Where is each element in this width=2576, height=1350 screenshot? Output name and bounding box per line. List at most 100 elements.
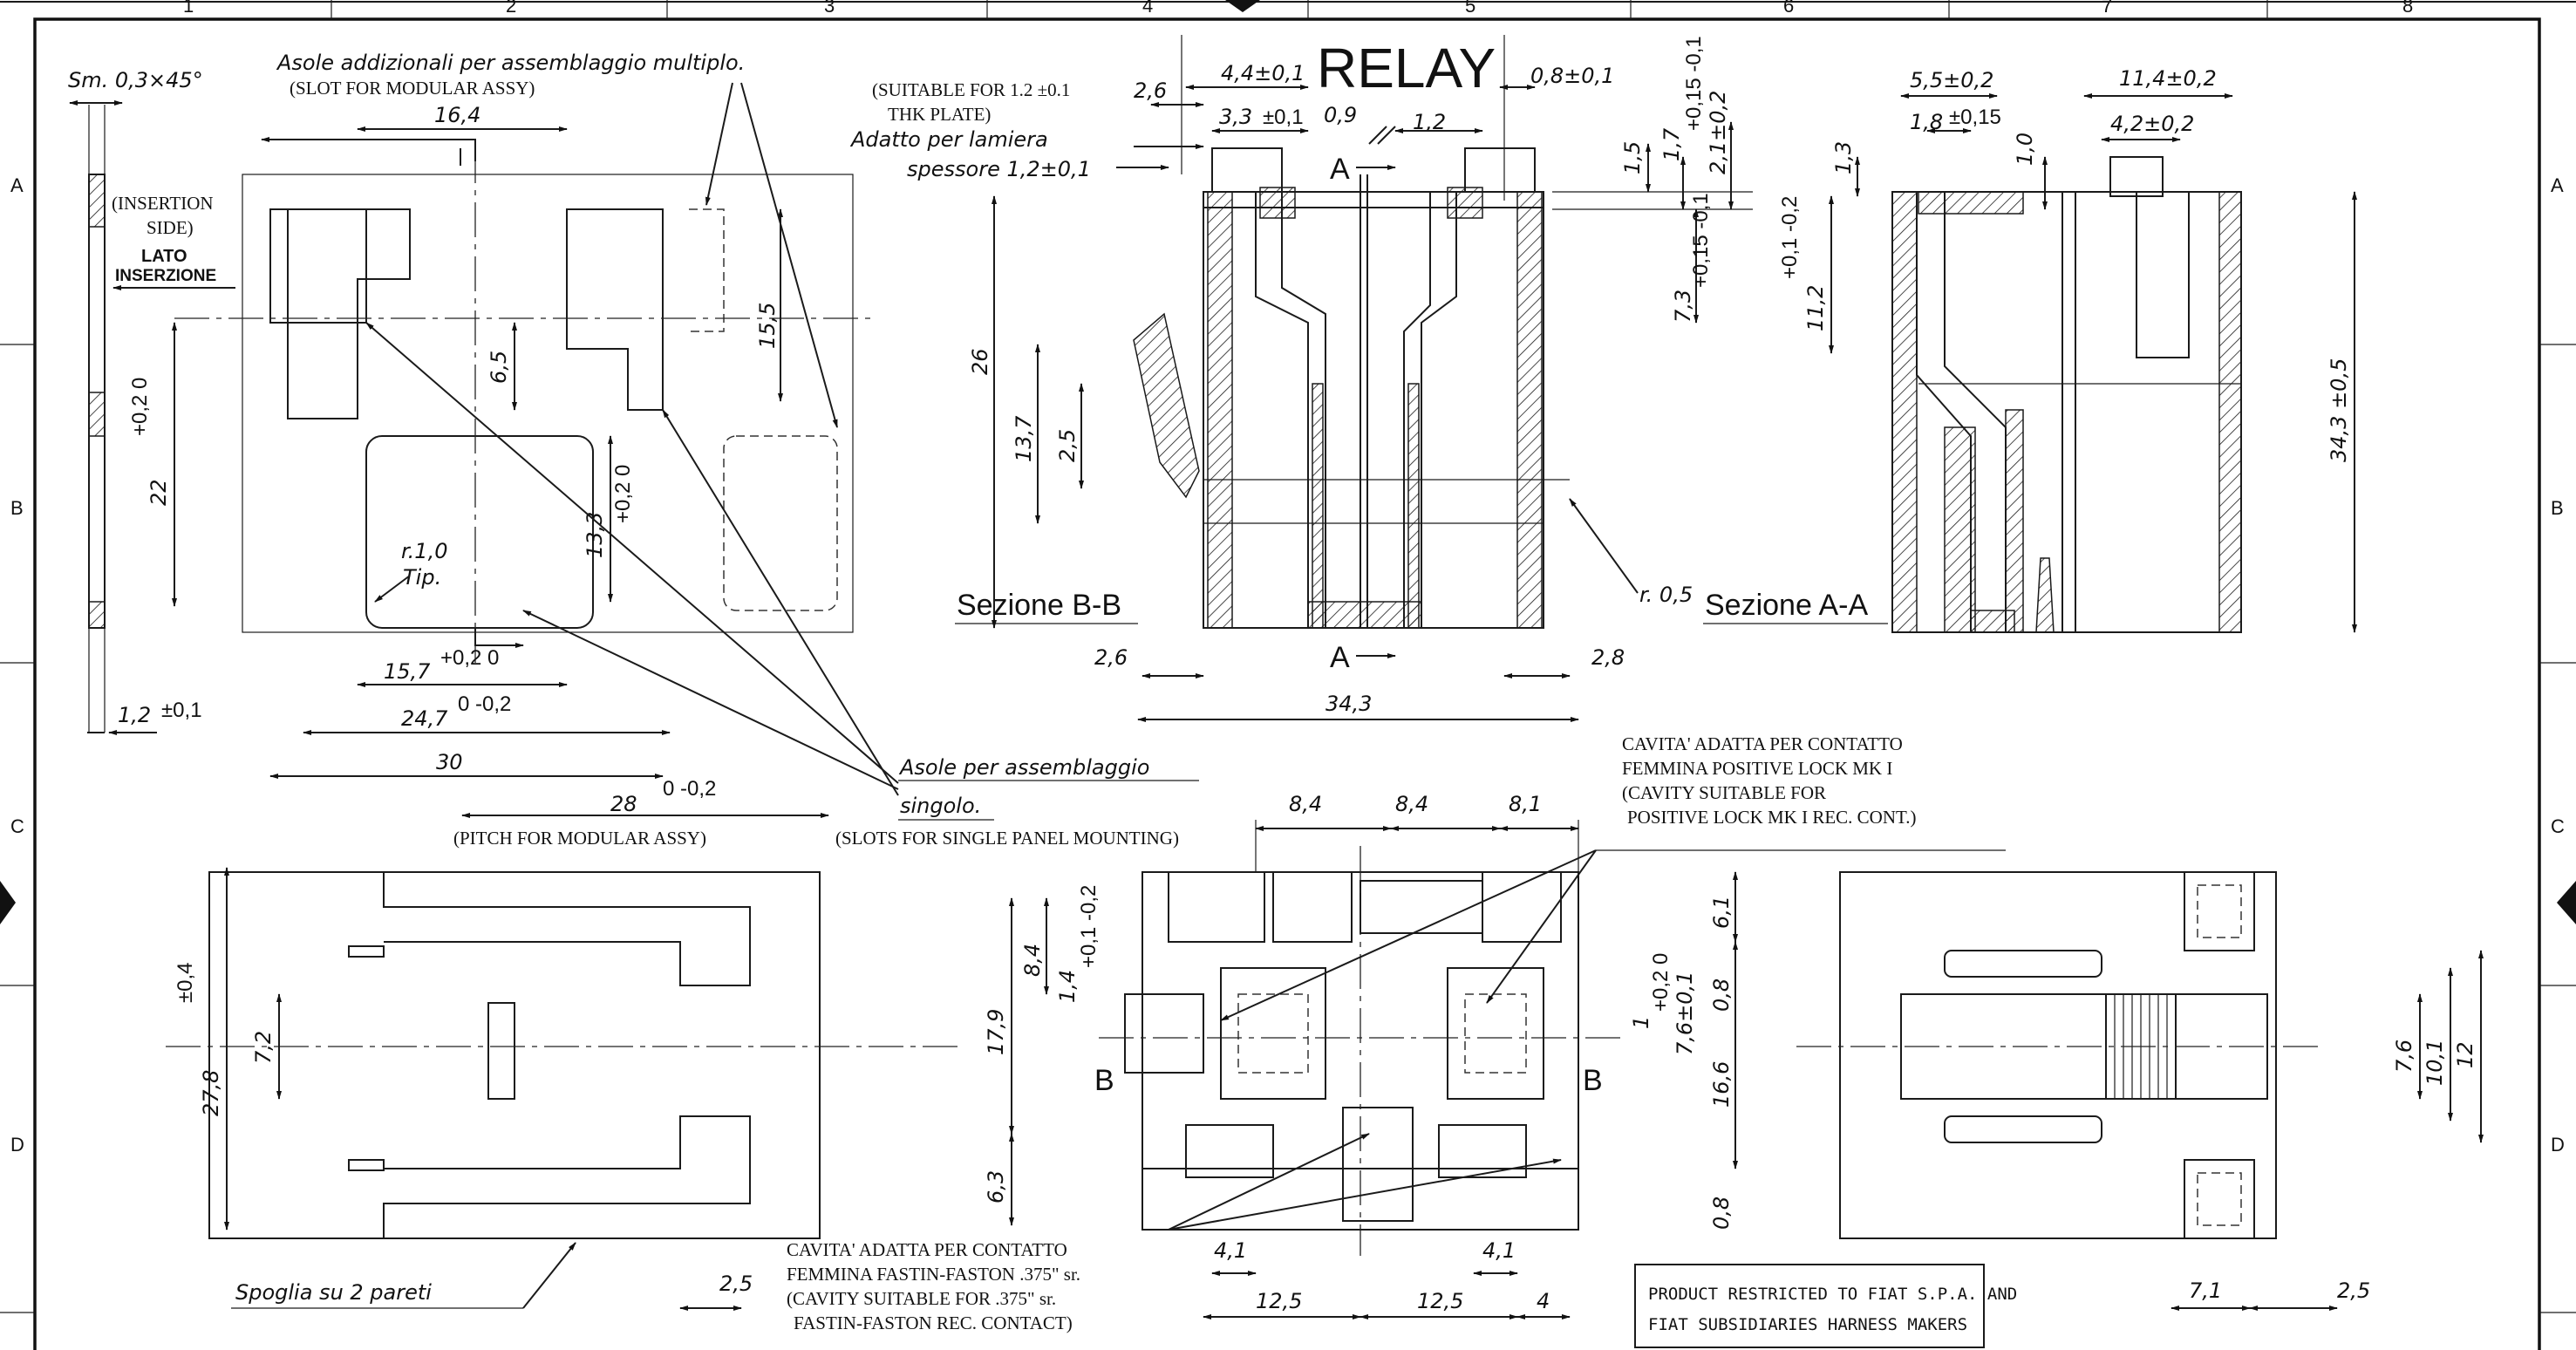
column-label-6: 6 (1783, 0, 1794, 17)
note-pitch-modular: (PITCH FOR MODULAR ASSY) (453, 828, 706, 849)
side-view-bottom-left (166, 871, 959, 1239)
restricted-note-box (1634, 1264, 1985, 1348)
note-slot-modular-it: Asole addizionali per assemblaggio multi… (276, 51, 745, 75)
dim-4-1a: 4,1 (1214, 1238, 1247, 1263)
front-view-bottom-center (1099, 846, 1622, 1256)
dim-7-2: 7,2 (251, 1031, 276, 1064)
dim-10-1: 10,1 (2423, 1040, 2447, 1086)
column-label-1: 1 (183, 0, 194, 17)
dim-4-2: 4,2±0,2 (2110, 112, 2194, 136)
dim-1-4-tol: +0,1 -0,2 (1077, 885, 1101, 968)
dim-34-3-vert: 34,3 ±0,5 (2327, 358, 2351, 462)
note-radius-typ-1: r.1,0 (401, 539, 447, 563)
grid-labels: 1 2 3 4 5 6 7 8 A B C D A B C D (10, 0, 2565, 1156)
row-label-b-left: B (10, 497, 24, 519)
note-cavity-pl-2: FEMMINA POSITIVE LOCK MK I (1622, 758, 1892, 779)
dim-6-1: 6,1 (1709, 896, 1734, 929)
dim-11-2-tol: +0,1 -0,2 (1778, 196, 1802, 279)
dim-7-6b: 7,6 (2392, 1040, 2416, 1073)
note-insertion-side-it-1: LATO (141, 247, 187, 266)
dim-7-3-tol: +0,15 -0,1 (1689, 193, 1713, 288)
row-label-c-right: C (2551, 815, 2565, 837)
dim-2-5-bottom-left: 2,5 (719, 1272, 753, 1296)
column-label-7: 7 (2102, 0, 2112, 17)
note-plate-it-1: Adatto per lamiera (849, 127, 1048, 152)
note-cavity-ff-2: FEMMINA FASTIN-FASTON .375" sr. (787, 1264, 1080, 1285)
dim-1-0-vert: 1 (1629, 1016, 1653, 1029)
column-label-4: 4 (1142, 0, 1153, 17)
note-draft: Spoglia su 2 pareti (235, 1280, 432, 1305)
dim-8-1: 8,1 (1509, 792, 1542, 816)
dim-7-6: 7,6±0,1 (1673, 972, 1697, 1055)
note-chamfer: Sm. 0,3×45° (68, 68, 203, 92)
dim-16-6: 16,6 (1709, 1061, 1734, 1108)
dim-15-7: 15,7 (384, 659, 431, 684)
dim-6-3: 6,3 (984, 1170, 1008, 1203)
dim-24-7-tol: 0 -0,2 (458, 692, 511, 716)
drawing-title: RELAY (1317, 37, 1496, 99)
dim-12-5a: 12,5 (1256, 1289, 1302, 1313)
note-slot-single-it-2: singolo. (900, 794, 981, 818)
dim-7-1: 7,1 (2189, 1278, 2222, 1303)
end-view-bottom-right (1796, 871, 2320, 1239)
note-slot-modular-en: (SLOT FOR MODULAR ASSY) (290, 78, 535, 99)
dim-15-7-tol: +0,2 0 (440, 646, 499, 670)
dim-27-8: 27,8 (199, 1070, 223, 1116)
dim-1-0: 1,0 (2013, 133, 2037, 166)
dim-11-4: 11,4±0,2 (2119, 66, 2217, 91)
section-bb-label: Sezione B-B (957, 589, 1121, 622)
note-insertion-side-en-2: SIDE) (147, 217, 194, 238)
dim-13-3: 13,3 (583, 512, 607, 558)
dim-7-3: 7,3 (1671, 290, 1695, 323)
note-insertion-side-en-1: (INSERTION (112, 193, 214, 214)
row-label-c-left: C (10, 815, 24, 837)
dim-1-8-tol: ±0,15 (1949, 106, 2001, 129)
dim-17-9: 17,9 (984, 1009, 1008, 1055)
column-label-2: 2 (506, 0, 516, 17)
note-plate-it-2: spessore 1,2±0,1 (907, 157, 1091, 181)
dim-8-4b: 8,4 (1395, 792, 1428, 816)
dim-0-8a: 0,8 (1709, 978, 1734, 1012)
dim-4: 4 (1537, 1289, 1550, 1313)
dim-2-8: 2,8 (1591, 645, 1625, 670)
dim-34-3: 34,3 (1325, 692, 1372, 716)
dim-13-3-tol: +0,2 0 (611, 465, 635, 523)
dim-1-5: 1,5 (1620, 141, 1645, 174)
note-cavity-pl-1: CAVITA' ADATTA PER CONTATTO (1622, 733, 1903, 754)
dim-0-8: 0,8±0,1 (1530, 64, 1614, 88)
row-label-d-right: D (2551, 1134, 2565, 1156)
dim-4-1b: 4,1 (1482, 1238, 1516, 1263)
note-radius-05: r. 0,5 (1639, 583, 1693, 607)
dim-2-5c: 2,5 (2337, 1278, 2370, 1303)
note-radius-typ-2: Tip. (403, 565, 441, 590)
note-cavity-pl-3: (CAVITY SUITABLE FOR (1622, 782, 1826, 803)
dim-28: 28 (610, 792, 637, 816)
note-insertion-side-it-2: INSERZIONE (115, 267, 216, 285)
column-label-8: 8 (2402, 0, 2413, 17)
section-a-marker-bottom: A (1330, 641, 1350, 674)
dim-0-8b: 0,8 (1709, 1197, 1734, 1230)
row-label-a-left: A (10, 174, 24, 196)
dim-12-5b: 12,5 (1417, 1289, 1463, 1313)
dim-1-3: 1,3 (1831, 141, 1856, 174)
dim-6-5: 6,5 (487, 351, 511, 384)
side-profile-view (69, 100, 123, 733)
note-slot-single-en: (SLOTS FOR SINGLE PANEL MOUNTING) (835, 828, 1179, 849)
column-label-5: 5 (1465, 0, 1475, 17)
dim-16-4: 16,4 (434, 103, 480, 127)
dim-2-5: 2,5 (1055, 429, 1080, 462)
note-restricted-2: FIAT SUBSIDIARIES HARNESS MAKERS (1648, 1315, 1967, 1334)
dim-3-3-tol: ±0,1 (1263, 106, 1304, 129)
dim-1-2: 1,2 (118, 703, 151, 727)
dim-1-7-tol: +0,15 -0,1 (1682, 36, 1706, 131)
dim-2-6-top: 2,6 (1134, 78, 1167, 103)
dim-22-tol: +0,2 0 (128, 378, 152, 436)
dim-27-8-tol: ±0,4 (174, 962, 197, 1003)
dim-15-5: 15,5 (755, 303, 780, 349)
note-cavity-ff-4: FASTIN-FASTON REC. CONTACT) (794, 1312, 1073, 1333)
dim-2-1: 2,1±0,2 (1706, 91, 1730, 174)
dim-8-4a: 8,4 (1289, 792, 1322, 816)
section-bb-view (1133, 147, 1570, 629)
